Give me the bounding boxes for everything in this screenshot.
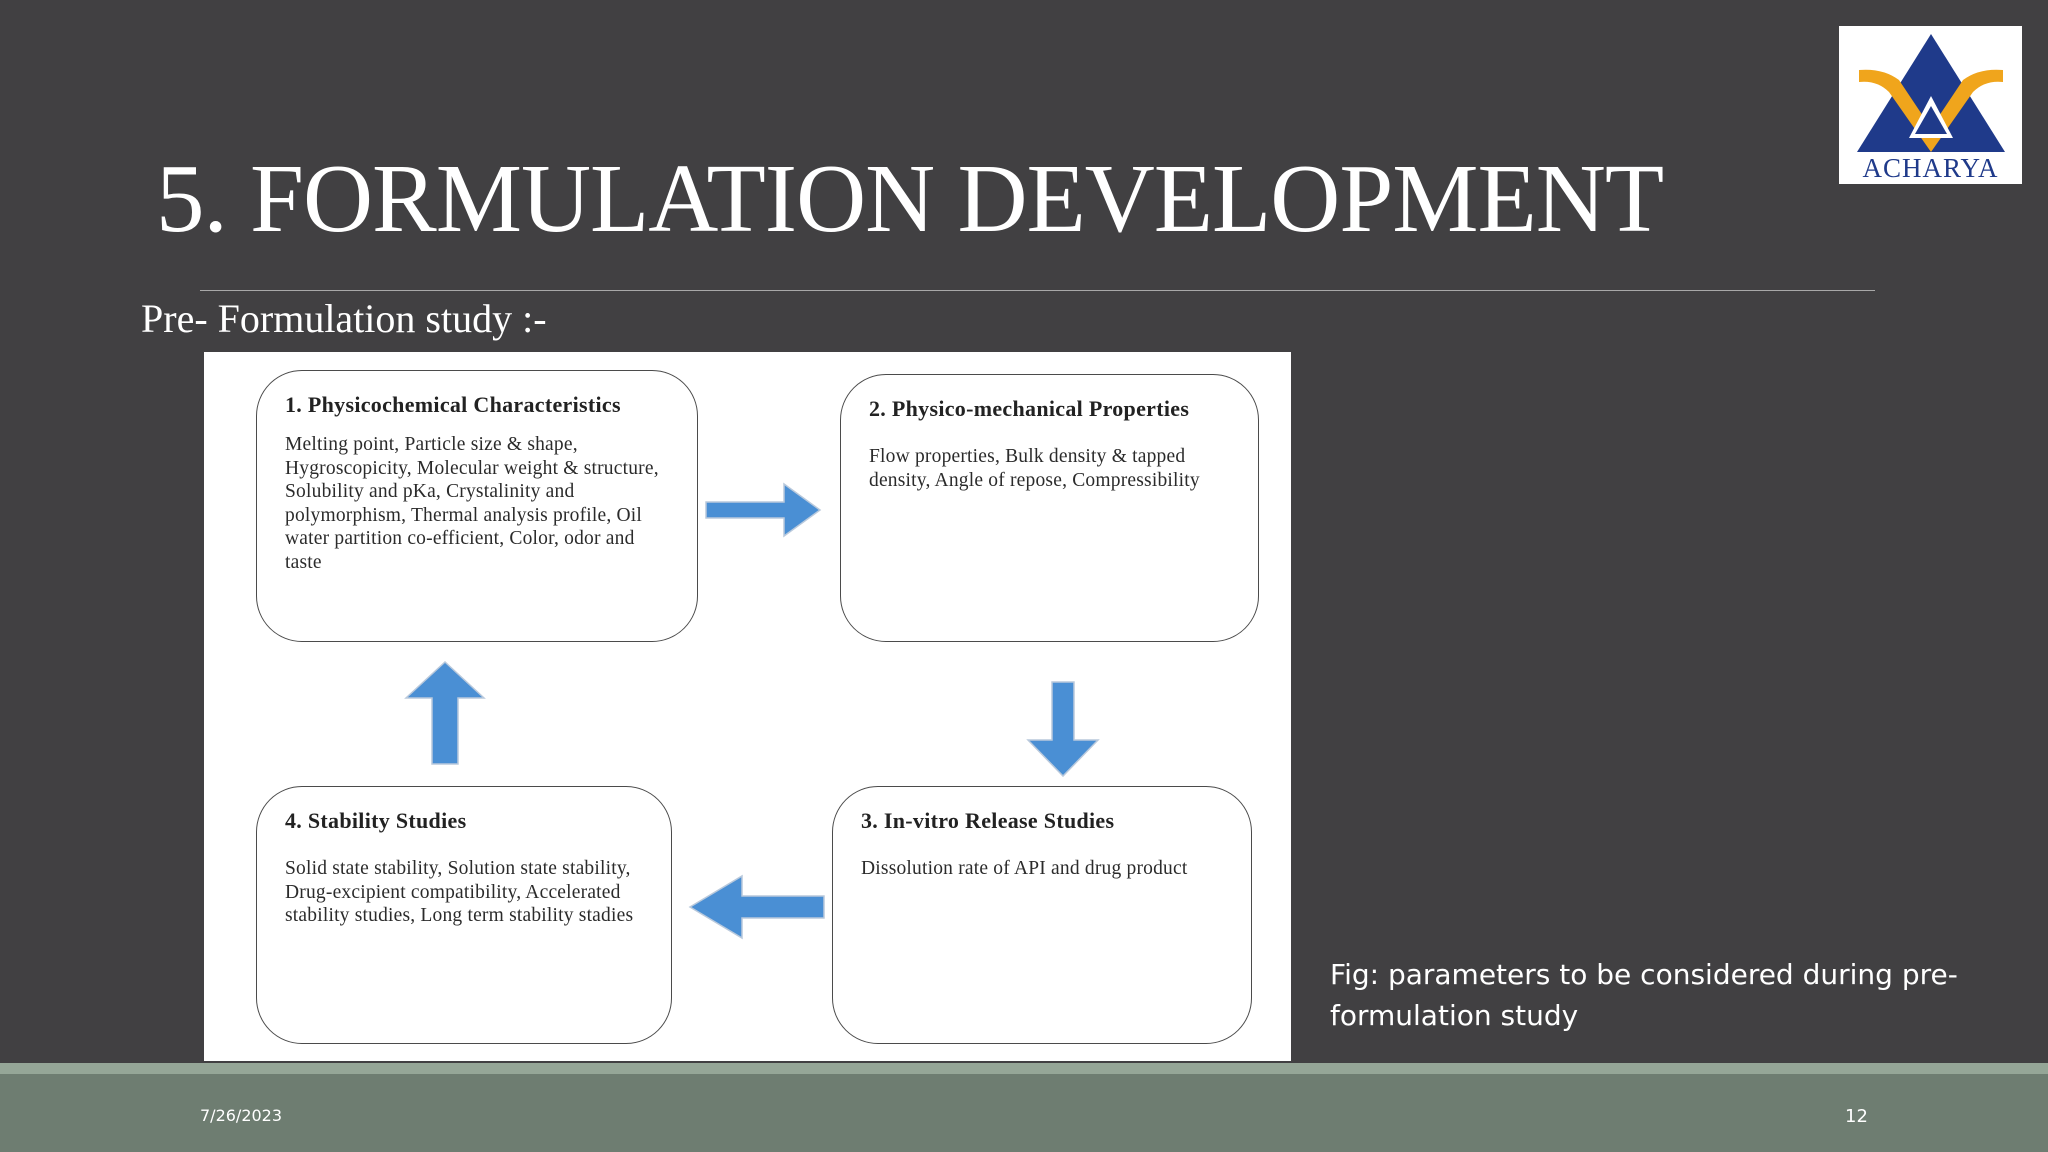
arrow-left-icon: [688, 874, 825, 940]
diagram-box-physico-mechanical: 2. Physico-mechanical Properties Flow pr…: [840, 374, 1259, 642]
arrow-up-icon: [404, 660, 486, 765]
box-title: 2. Physico-mechanical Properties: [869, 396, 1190, 421]
arrow-down-icon: [1026, 681, 1100, 778]
preformulation-diagram: 1. Physicochemical Characteristics Melti…: [204, 352, 1291, 1061]
figure-caption: Fig: parameters to be considered during …: [1330, 958, 1958, 1032]
acharya-logo-mark: [1857, 34, 2005, 152]
box-body: Flow properties, Bulk density & tapped d…: [869, 446, 1200, 491]
logo-orange-swoosh: [1859, 69, 2003, 152]
logo-text: ACHARYA: [1862, 153, 1999, 183]
logo-triangle: [1857, 34, 2005, 152]
arrow-right-icon: [705, 482, 822, 538]
box-title: 4. Stability Studies: [285, 808, 467, 833]
diagram-box-stability: 4. Stability Studies Solid state stabili…: [256, 786, 672, 1044]
slide-title: 5. FORMULATION DEVELOPMENT: [156, 145, 1664, 252]
box-body: Melting point, Particle size & shape, Hy…: [285, 434, 659, 573]
slide-subtitle: Pre- Formulation study :-: [141, 296, 547, 341]
diagram-box-in-vitro-release: 3. In-vitro Release Studies Dissolution …: [832, 786, 1252, 1044]
acharya-logo: ACHARYA: [1839, 26, 2022, 184]
footer-accent-strip: [0, 1063, 2048, 1074]
slide-number: 12: [1845, 1106, 1868, 1127]
box-title: 1. Physicochemical Characteristics: [285, 392, 621, 417]
footer-bar: [0, 1074, 2048, 1152]
box-body: Dissolution rate of API and drug product: [861, 858, 1188, 879]
box-title: 3. In-vitro Release Studies: [861, 808, 1115, 833]
footer-date: 7/26/2023: [200, 1106, 283, 1125]
logo-inner-core: [1915, 106, 1947, 134]
box-body: Solid state stability, Solution state st…: [285, 858, 634, 926]
diagram-box-physicochemical: 1. Physicochemical Characteristics Melti…: [256, 370, 698, 642]
title-divider: [200, 290, 1875, 291]
